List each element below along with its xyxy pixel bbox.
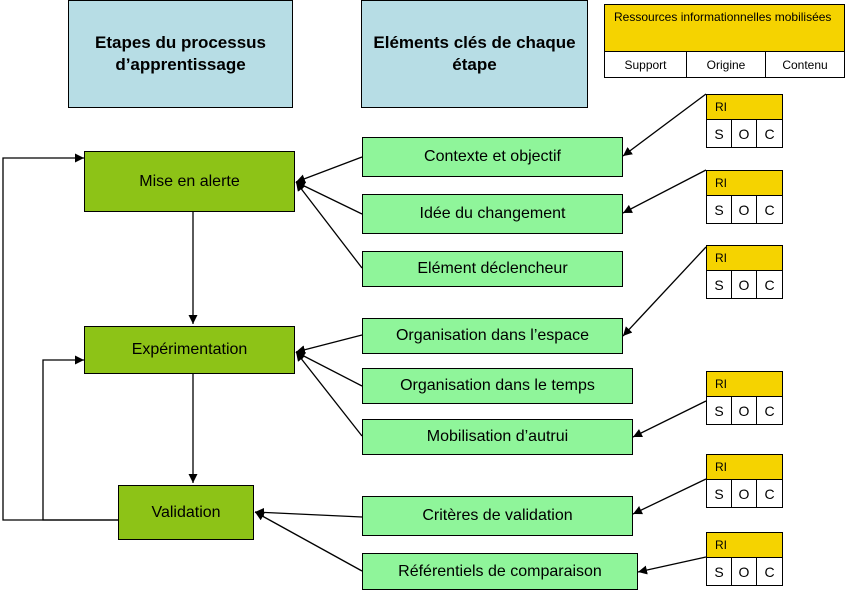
- element-declencheur: Elément déclencheur: [362, 251, 623, 287]
- element-referentiels-comparaison: Référentiels de comparaison: [362, 553, 638, 590]
- arrow-temps: [295, 351, 363, 387]
- step-label: Mise en alerte: [139, 172, 240, 190]
- element-criteres-validation: Critères de validation: [362, 496, 633, 536]
- ri-box: RI S O C: [706, 245, 783, 299]
- ri-cell-support: S: [707, 271, 732, 298]
- header-elements: Eléments clés de chaque étape: [361, 0, 588, 108]
- element-label: Idée du changement: [419, 205, 566, 222]
- ri-cell-contenu: C: [764, 125, 775, 142]
- ri-cell-origine: O: [732, 196, 757, 223]
- ri-arrow-1: [622, 93, 707, 157]
- arrow-contexte: [295, 156, 363, 184]
- element-label: Mobilisation d’autrui: [426, 428, 569, 445]
- ri-label: RI: [707, 171, 782, 196]
- legend-contenu: Contenu: [782, 57, 828, 72]
- ri-cell-support: S: [707, 196, 732, 223]
- element-label: Contexte et objectif: [424, 148, 561, 165]
- element-idee-changement: Idée du changement: [362, 194, 623, 234]
- arrow-idee: [295, 181, 363, 215]
- header-elements-label: Eléments clés de chaque étape: [373, 33, 576, 74]
- ri-arrow-5: [632, 478, 707, 515]
- step-experimentation: Expérimentation: [84, 326, 295, 374]
- arrow-espace: [295, 334, 363, 355]
- ri-cell-origine: O: [732, 480, 757, 507]
- ri-cell-contenu: C: [764, 402, 775, 419]
- header-steps: Etapes du processus d’apprentissage: [68, 0, 293, 108]
- ri-label: RI: [707, 455, 782, 480]
- ri-box: RI S O C: [706, 94, 783, 148]
- ri-cell-contenu: C: [764, 201, 775, 218]
- ri-arrow-3: [622, 246, 707, 337]
- element-label: Elément déclencheur: [417, 260, 568, 277]
- ri-cell-origine: O: [732, 397, 757, 424]
- element-contexte-objectif: Contexte et objectif: [362, 137, 623, 177]
- ri-box: RI S O C: [706, 170, 783, 224]
- ri-label: RI: [707, 372, 782, 397]
- element-organisation-temps: Organisation dans le temps: [362, 368, 633, 404]
- arrow-declencheur: [295, 181, 363, 269]
- element-label: Référentiels de comparaison: [398, 562, 602, 580]
- ri-cell-contenu: C: [764, 276, 775, 293]
- ri-box: RI S O C: [706, 532, 783, 586]
- element-label: Organisation dans l’espace: [395, 327, 589, 344]
- ri-cell-origine: O: [732, 120, 757, 147]
- ri-label: RI: [707, 95, 782, 120]
- ri-box: RI S O C: [706, 454, 783, 508]
- element-organisation-espace: Organisation dans l’espace: [362, 318, 623, 354]
- step-label: Validation: [151, 503, 221, 521]
- ri-arrow-4: [632, 400, 707, 438]
- ri-arrow-6: [637, 556, 707, 575]
- header-steps-label: Etapes du processus d’apprentissage: [94, 33, 266, 74]
- legend-origine: Origine: [687, 52, 766, 77]
- legend-support: Support: [605, 52, 687, 77]
- ri-arrow-2: [622, 169, 707, 214]
- ri-cell-support: S: [707, 120, 732, 147]
- step-label: Expérimentation: [131, 341, 248, 358]
- ri-cell-support: S: [707, 558, 732, 585]
- legend: Ressources informationnelles mobilisées …: [604, 4, 845, 78]
- ri-cell-contenu: C: [764, 563, 775, 580]
- ri-cell-origine: O: [732, 558, 757, 585]
- ri-cell-support: S: [707, 397, 732, 424]
- ri-cell-contenu: C: [764, 485, 775, 502]
- feedback-loop-inner: [42, 355, 118, 521]
- legend-title: Ressources informationnelles mobilisées: [605, 5, 844, 52]
- arrow-autrui: [295, 351, 363, 437]
- ri-label: RI: [707, 533, 782, 558]
- element-label: Critères de validation: [422, 507, 573, 524]
- ri-cell-support: S: [707, 480, 732, 507]
- step-mise-en-alerte: Mise en alerte: [84, 151, 295, 212]
- element-label: Organisation dans le temps: [400, 377, 595, 394]
- ri-box: RI S O C: [706, 371, 783, 425]
- ri-cell-origine: O: [732, 271, 757, 298]
- arrow-criteres: [254, 507, 363, 518]
- ri-label: RI: [707, 246, 782, 271]
- step-validation: Validation: [118, 485, 254, 540]
- arrow-referentiels: [254, 511, 363, 572]
- element-mobilisation-autrui: Mobilisation d’autrui: [362, 419, 633, 455]
